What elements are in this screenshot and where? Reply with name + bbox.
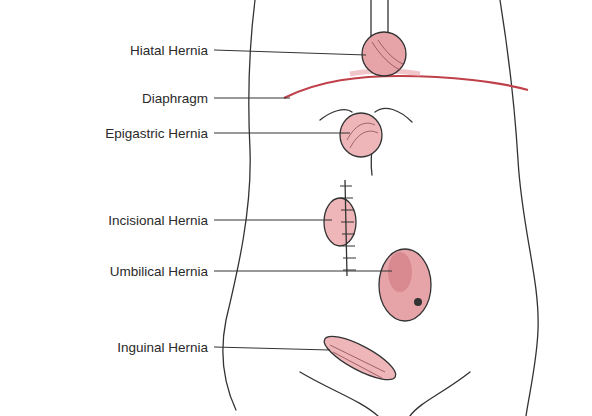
leader-line xyxy=(214,50,366,55)
leader-line xyxy=(214,347,330,350)
esophagus xyxy=(370,0,371,36)
hernia-detail xyxy=(330,345,385,378)
body-outline xyxy=(223,0,255,410)
hernia-sac xyxy=(362,32,406,76)
groin-line xyxy=(410,372,470,416)
hernia-detail xyxy=(388,252,412,292)
part-label: Inguinal Hernia xyxy=(117,340,208,355)
rib-line xyxy=(375,108,412,122)
hernia-sac xyxy=(340,113,382,157)
stitches xyxy=(340,186,356,270)
leader-line xyxy=(214,98,290,99)
part-label: Epigastric Hernia xyxy=(105,126,208,141)
body-outline xyxy=(500,0,538,416)
hernia-sac xyxy=(379,249,431,321)
hernia-detail xyxy=(372,40,403,70)
leader-line xyxy=(214,271,392,272)
esophagus xyxy=(387,0,388,34)
leader-line xyxy=(214,220,332,221)
hernia-sac xyxy=(319,329,401,388)
navel xyxy=(414,298,422,306)
leader-line xyxy=(214,133,350,134)
incision-scar xyxy=(345,180,347,276)
leader-lines xyxy=(214,50,392,350)
part-label: Incisional Hernia xyxy=(108,213,208,228)
groin-line xyxy=(300,372,378,416)
part-label: Umbilical Hernia xyxy=(110,264,208,279)
part-label: Diaphragm xyxy=(142,91,208,106)
diaphragm-line xyxy=(284,76,528,98)
hernia-detail xyxy=(347,123,378,148)
part-label: Hiatal Hernia xyxy=(130,43,208,58)
